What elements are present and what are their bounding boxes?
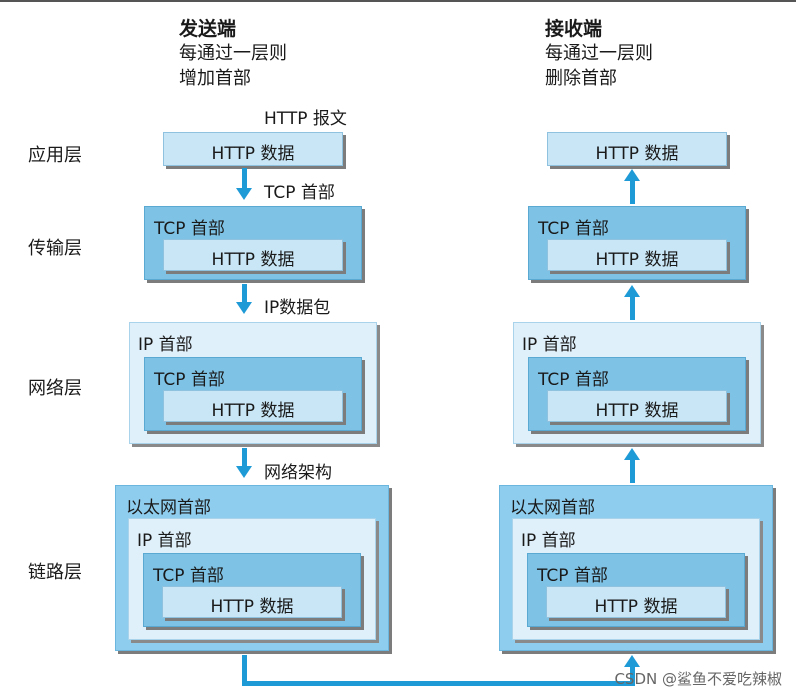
http-data-box: HTTP 数据 — [163, 390, 343, 422]
http-data-text: HTTP 数据 — [211, 144, 295, 164]
up-arrow-shaft — [630, 296, 635, 320]
tcp-header-text: TCP 首部 — [154, 219, 225, 239]
tcp-box: TCP 首部 HTTP 数据 — [527, 553, 745, 627]
http-data-text: HTTP 数据 — [211, 250, 295, 270]
up-arrow-head — [624, 169, 640, 181]
down-arrow-shaft — [242, 284, 247, 304]
tcp-header-text: TCP 首部 — [538, 370, 609, 390]
layer-link: 链路层 — [28, 562, 82, 583]
http-data-text: HTTP 数据 — [594, 597, 678, 617]
up-arrow-head — [624, 285, 640, 297]
down-arrow-head — [236, 302, 252, 314]
ip-header-text: IP 首部 — [522, 335, 577, 355]
ip-box: IP 首部 TCP 首部 HTTP 数据 — [128, 518, 376, 640]
connector-up-segment — [630, 666, 635, 686]
receiver-desc-line2: 删除首部 — [545, 68, 617, 89]
http-data-box: HTTP 数据 — [547, 390, 727, 422]
http-data-box: HTTP 数据 — [546, 586, 726, 618]
ip-packet-label: IP数据包 — [264, 298, 331, 318]
tcp-header-text: TCP 首部 — [154, 370, 225, 390]
tcp-header-text: TCP 首部 — [538, 219, 609, 239]
ip-header-text: IP 首部 — [138, 335, 193, 355]
sender-app-http-box: HTTP 数据 — [163, 132, 343, 166]
down-arrow-shaft — [242, 168, 247, 190]
receiver-link-eth-box: 以太网首部 IP 首部 TCP 首部 HTTP 数据 — [499, 485, 773, 651]
tcp-box: TCP 首部 HTTP 数据 — [143, 553, 361, 627]
down-arrow-head — [236, 466, 252, 478]
connector-down-segment — [242, 655, 247, 686]
sender-desc-line2: 增加首部 — [179, 68, 251, 89]
tcp-header-label: TCP 首部 — [264, 183, 335, 203]
http-data-text: HTTP 数据 — [211, 401, 295, 421]
layer-transport: 传输层 — [28, 238, 82, 259]
up-arrow-shaft — [630, 459, 635, 483]
ip-header-text: IP 首部 — [521, 531, 576, 551]
ip-box: IP 首部 TCP 首部 HTTP 数据 — [512, 518, 760, 640]
tcp-header-text: TCP 首部 — [153, 566, 224, 586]
sender-network-ip-box: IP 首部 TCP 首部 HTTP 数据 — [129, 322, 377, 444]
receiver-app-http-box: HTTP 数据 — [547, 132, 727, 166]
layer-application: 应用层 — [28, 145, 82, 166]
http-message-label: HTTP 报文 — [264, 109, 347, 129]
receiver-desc-line1: 每通过一层则 — [545, 43, 653, 64]
http-data-text: HTTP 数据 — [595, 401, 679, 421]
top-border — [0, 0, 796, 2]
receiver-title: 接收端 — [545, 18, 603, 40]
watermark: CSDN @鲨鱼不爱吃辣椒 — [614, 670, 782, 688]
layer-network: 网络层 — [28, 378, 82, 399]
up-arrow-head — [624, 448, 640, 460]
eth-header-text: 以太网首部 — [126, 498, 211, 518]
down-arrow-head — [236, 188, 252, 200]
sender-desc-line1: 每通过一层则 — [179, 43, 287, 64]
sender-transport-tcp-box: TCP 首部 HTTP 数据 — [144, 206, 362, 280]
http-data-text: HTTP 数据 — [595, 250, 679, 270]
up-arrow-shaft — [630, 180, 635, 204]
connector-up-arrow-head — [624, 655, 640, 667]
eth-header-text: 以太网首部 — [510, 498, 595, 518]
connector-horizontal-segment — [242, 681, 635, 686]
receiver-transport-tcp-box: TCP 首部 HTTP 数据 — [528, 206, 746, 280]
network-frame-label: 网络架构 — [264, 463, 332, 483]
http-data-box: HTTP 数据 — [162, 586, 342, 618]
http-data-text: HTTP 数据 — [210, 597, 294, 617]
http-data-text: HTTP 数据 — [595, 144, 679, 164]
sender-title: 发送端 — [179, 18, 237, 40]
sender-link-eth-box: 以太网首部 IP 首部 TCP 首部 HTTP 数据 — [115, 485, 389, 651]
tcp-header-text: TCP 首部 — [537, 566, 608, 586]
down-arrow-shaft — [242, 448, 247, 468]
ip-header-text: IP 首部 — [137, 531, 192, 551]
http-data-box: HTTP 数据 — [547, 239, 727, 271]
tcp-box: TCP 首部 HTTP 数据 — [528, 357, 746, 431]
receiver-network-ip-box: IP 首部 TCP 首部 HTTP 数据 — [513, 322, 761, 444]
http-data-box: HTTP 数据 — [163, 239, 343, 271]
tcp-box: TCP 首部 HTTP 数据 — [144, 357, 362, 431]
